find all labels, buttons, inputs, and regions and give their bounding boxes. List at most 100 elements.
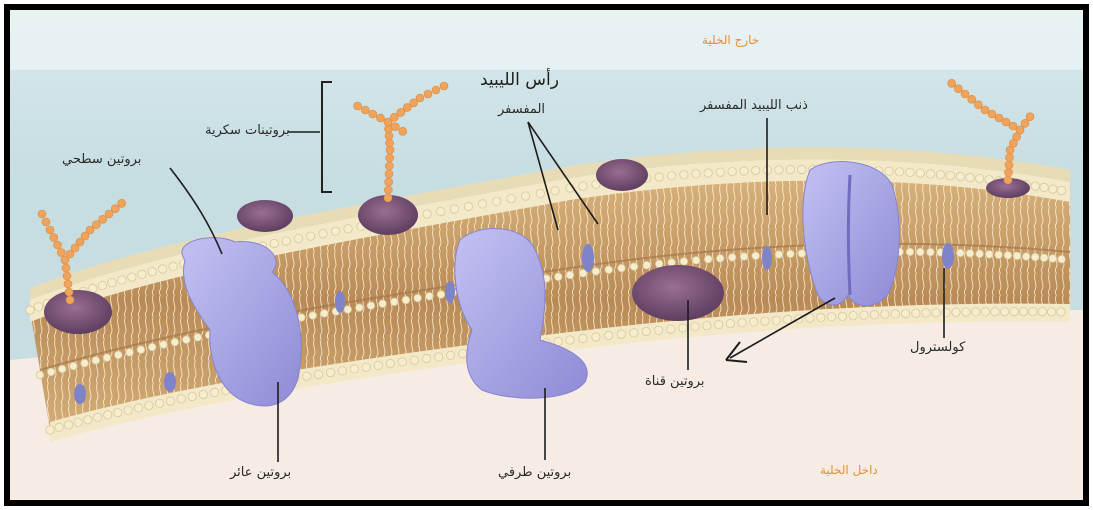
phospholipid-head (715, 321, 723, 329)
phospholipid-head (104, 411, 112, 419)
phospholipid-head (787, 250, 795, 258)
phospholipid-head (901, 309, 909, 317)
phospholipid-head (1047, 308, 1055, 316)
phospholipid-head (98, 281, 106, 289)
phospholipid-head (81, 359, 89, 367)
cholesterol-4 (335, 291, 345, 313)
phospholipid-head (137, 346, 145, 354)
phospholipid-head (344, 225, 352, 233)
phospholipid-head (148, 343, 156, 351)
phospholipid-head (728, 167, 736, 175)
phospholipid-head (103, 354, 111, 362)
phospholipid-head (740, 253, 748, 261)
cholesterol-7 (164, 372, 176, 392)
phospholipid-head (912, 309, 920, 317)
phospholipid-head (1040, 254, 1048, 262)
glycan-bead (424, 90, 432, 98)
outside-cell-label: خارج الخلية (702, 32, 759, 48)
phospholipid-head (655, 260, 663, 268)
phospholipid-head (1029, 308, 1037, 316)
glycan-bead (385, 170, 393, 178)
phospholipid-head (566, 271, 574, 279)
phospholipid-head (579, 182, 587, 190)
glycan-bead (63, 272, 71, 280)
glycan-bead (54, 241, 62, 249)
phospholipid-head (551, 187, 559, 195)
cholesterol-1 (582, 244, 594, 272)
glycan-bead (948, 79, 956, 87)
glycan-bead (1004, 176, 1012, 184)
glycan-bead (1009, 122, 1017, 130)
glycan-bead (974, 101, 982, 109)
phospholipid-head (916, 169, 924, 177)
glycan-bead (968, 95, 976, 103)
glycan-bead (86, 226, 94, 234)
glycoprotein-base-left (44, 290, 112, 334)
phospholipid-head (680, 171, 688, 179)
glycan-bead (1005, 169, 1013, 177)
phospholipid-head (828, 313, 836, 321)
phospholipid-head (344, 306, 352, 314)
phospholipid-head (936, 171, 944, 179)
phospholipid-head (177, 395, 185, 403)
glycan-bead (361, 106, 369, 114)
phospholipid-head (303, 372, 311, 380)
phospholipid-head (124, 406, 132, 414)
phospholipid-head (617, 330, 625, 338)
phospholipid-head (738, 319, 746, 327)
phospholipid-head (691, 323, 699, 331)
phospholipid-head (692, 170, 700, 178)
phospholipid-head (464, 202, 472, 210)
phospholipid-head (391, 298, 399, 306)
phospholipid-head (47, 368, 55, 376)
glycan-bead (376, 114, 384, 122)
glycan-bead (1002, 118, 1010, 126)
phospholipid-head (679, 324, 687, 332)
phospholipid-head (188, 392, 196, 400)
phospholipid-head (319, 230, 327, 238)
phospholipid-head (1004, 252, 1012, 260)
phospholipid-head (922, 309, 930, 317)
phospholipid-head (410, 356, 418, 364)
phospholipid-head (367, 302, 375, 310)
phospholipid-head (704, 255, 712, 263)
phospholipid-head (1013, 252, 1021, 260)
phospholipid-head (749, 318, 757, 326)
glycan-bead (384, 194, 392, 202)
phospholipid-head (806, 314, 814, 322)
phospholipid-head (716, 255, 724, 263)
glycan-bead (961, 90, 969, 98)
phospholipid-head (775, 166, 783, 174)
surface-protein-1 (237, 200, 293, 232)
phospholipid-head (1057, 308, 1065, 316)
cholesterol-5 (445, 281, 455, 303)
glycan-bead (391, 123, 399, 131)
phospholipid-head (34, 303, 42, 311)
phospholipid-head (957, 249, 965, 257)
glycan-bead (385, 178, 393, 186)
phospholipid-head (459, 349, 467, 357)
glycan-bead (1021, 119, 1029, 127)
inside-cell-label: داخل الخلية (820, 462, 878, 478)
phospholipid-head (423, 210, 431, 218)
glycan-bead (386, 154, 394, 162)
phospholipid-head (775, 251, 783, 259)
phospholipid-head (1031, 253, 1039, 261)
glycan-bead (354, 102, 362, 110)
phospholipid-head (294, 234, 302, 242)
phospholipid-head (94, 413, 102, 421)
phospholipid-head (434, 353, 442, 361)
cholesterol-label: كولسترول (910, 340, 965, 356)
phospholipid-head (927, 248, 935, 256)
phospholipid-head (952, 308, 960, 316)
phospholipid-head (786, 165, 794, 173)
phospholipid-head (592, 268, 600, 276)
phospholipid-head (798, 250, 806, 258)
phospholipid-head (362, 363, 370, 371)
phospholipid-head (114, 408, 122, 416)
phospholipid-head (618, 264, 626, 272)
phospholipid-head (1057, 186, 1065, 194)
phospholipid-head (1040, 183, 1048, 191)
phospholipid-head (493, 197, 501, 205)
phospholipid-head (654, 326, 662, 334)
